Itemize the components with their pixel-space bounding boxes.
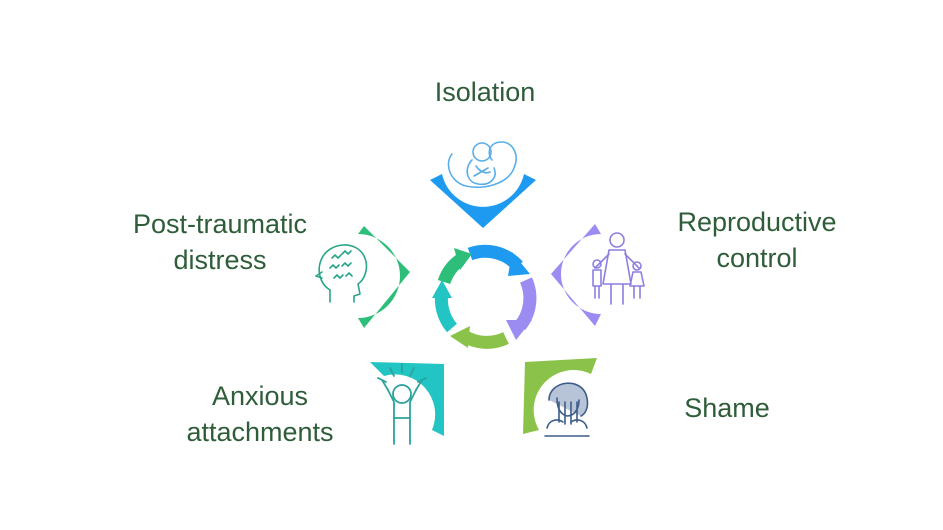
- anxious-attachments-tile-shape: [370, 362, 444, 436]
- curled-person-icon: [447, 141, 517, 188]
- distressed-person-icon: [377, 363, 427, 445]
- post-traumatic-distress-tile: [315, 226, 410, 328]
- cycle-arrowhead-blue: [508, 252, 530, 276]
- anxious-attachments-label-line1: Anxious: [211, 381, 309, 411]
- post-traumatic-distress-label: Post-traumatic distress: [110, 206, 330, 278]
- cycle-arrow-green: [460, 330, 509, 349]
- post-traumatic-distress-label-line1: Post-traumatic: [132, 209, 308, 239]
- post-traumatic-distress-tile-shape: [358, 226, 410, 328]
- isolation-tile-shape: [430, 174, 536, 228]
- covering-face-icon: [544, 382, 590, 437]
- cycle-arrow-teal: [437, 254, 465, 285]
- reproductive-control-tile-shape: [551, 224, 601, 326]
- shame-tile-shape: [523, 358, 597, 434]
- shame-label: Shame: [662, 390, 792, 426]
- cycle-arrowhead-green: [450, 326, 470, 348]
- reproductive-control-label: Reproductive control: [652, 204, 862, 276]
- shame-label-text: Shame: [684, 393, 770, 423]
- reproductive-control-tile: [551, 224, 645, 326]
- anxious-attachments-label-line2: attachments: [186, 417, 334, 447]
- cycle-arrowhead-teal: [454, 248, 472, 270]
- reproductive-control-label-line2: control: [716, 243, 798, 273]
- cycle-arrowhead-cyan: [432, 280, 452, 298]
- isolation-tile: [430, 141, 536, 228]
- cycle-arrowhead-purple: [506, 320, 532, 340]
- reproductive-control-label-line1: Reproductive: [677, 207, 837, 237]
- anxious-attachments-tile: [370, 362, 444, 445]
- post-traumatic-distress-label-line2: distress: [173, 245, 267, 275]
- family-icon: [592, 232, 645, 305]
- cycle-arrows: [432, 244, 537, 349]
- isolation-label-text: Isolation: [434, 77, 536, 107]
- shame-tile: [523, 358, 597, 437]
- anxious-attachments-label: Anxious attachments: [170, 378, 350, 450]
- cycle-arrow-purple: [514, 277, 537, 331]
- isolation-label: Isolation: [400, 74, 570, 110]
- head-stress-icon: [315, 244, 368, 303]
